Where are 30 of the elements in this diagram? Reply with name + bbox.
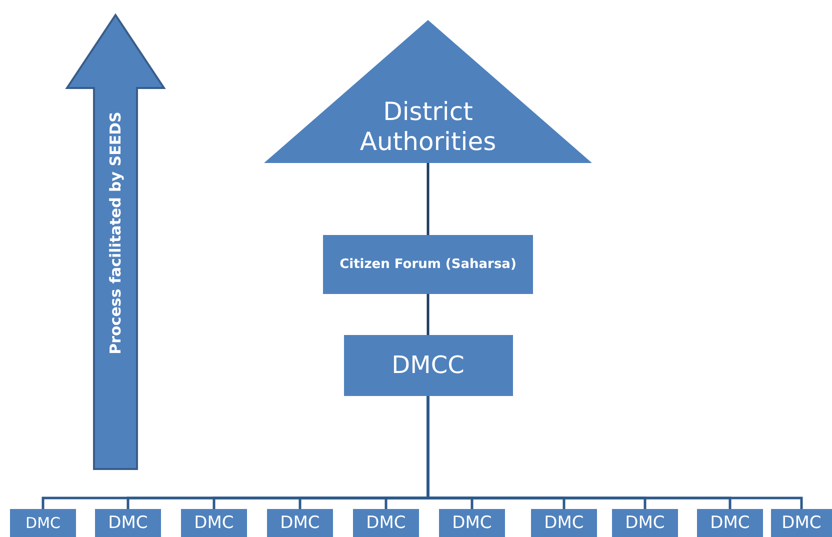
node-label: DMCC: [392, 351, 464, 380]
triangle-node: [264, 20, 592, 163]
org-box: [771, 509, 832, 537]
org-box: [531, 509, 597, 537]
node-label: DMC: [194, 512, 234, 534]
org-box: [323, 235, 533, 294]
node-label: DMC: [710, 512, 750, 534]
node-label: DMC: [544, 512, 584, 534]
org-box: [439, 509, 505, 537]
arrow-label: Process facilitated by SEEDS: [106, 112, 124, 354]
org-box: [344, 335, 512, 396]
node-label: DMC: [782, 512, 822, 534]
org-box: [353, 509, 419, 537]
org-box: [10, 509, 76, 537]
org-box: [181, 509, 247, 537]
node-label: DMC: [452, 512, 492, 534]
connector-line: [426, 163, 430, 235]
org-box: [95, 509, 161, 537]
node-label: DMC: [280, 512, 320, 534]
org-box: [697, 509, 763, 537]
node-label: DMC: [366, 512, 406, 534]
node-label: Citizen Forum (Saharsa): [340, 256, 516, 272]
node-label: DMC: [108, 512, 148, 534]
node-label: DMC: [625, 512, 665, 534]
connector-line: [426, 294, 430, 335]
org-box: [612, 509, 678, 537]
node-label: District Authorities: [358, 97, 498, 157]
org-box: [267, 509, 333, 537]
up-arrow: [66, 14, 165, 470]
node-label: DMC: [26, 514, 60, 532]
